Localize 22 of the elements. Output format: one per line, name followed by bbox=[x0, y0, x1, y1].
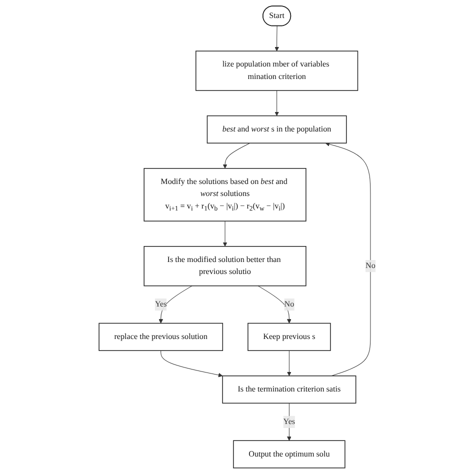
arrow bbox=[274, 90, 279, 116]
node-box: replace the previous solution bbox=[98, 322, 223, 351]
arrow bbox=[160, 350, 223, 378]
node-box: Output the optimum solu bbox=[232, 440, 346, 468]
edge-label: Yes bbox=[154, 300, 167, 309]
node-box: best and worst s in the population bbox=[206, 115, 347, 144]
arrow bbox=[286, 402, 292, 441]
arrow bbox=[158, 286, 192, 324]
node-box: Modify the solutions based on best and worst solutions v$_{i+1}$ = v$_{i}$ + r$_{1}$(v$_{b}$ − |v$_{i}$|) − r$_{2}$(v$_{w}$ − |v$_{i}$|) bbox=[143, 168, 306, 222]
arrow bbox=[222, 142, 250, 169]
node-box: Keep previous s bbox=[247, 322, 331, 351]
arrow bbox=[257, 286, 292, 324]
arrow bbox=[325, 142, 370, 376]
arrow bbox=[286, 350, 292, 376]
arrow bbox=[274, 26, 279, 52]
edge-label: Yes bbox=[283, 417, 295, 426]
arrow bbox=[222, 220, 228, 247]
node-box: lize population mber of variables mination criterion bbox=[195, 50, 358, 91]
edge-label: No bbox=[365, 262, 376, 270]
edge-label: No bbox=[284, 300, 294, 309]
node-box: Is the modified solution better than previous solutio bbox=[143, 246, 306, 286]
node-box: Is the termination criterion satis bbox=[222, 376, 356, 404]
